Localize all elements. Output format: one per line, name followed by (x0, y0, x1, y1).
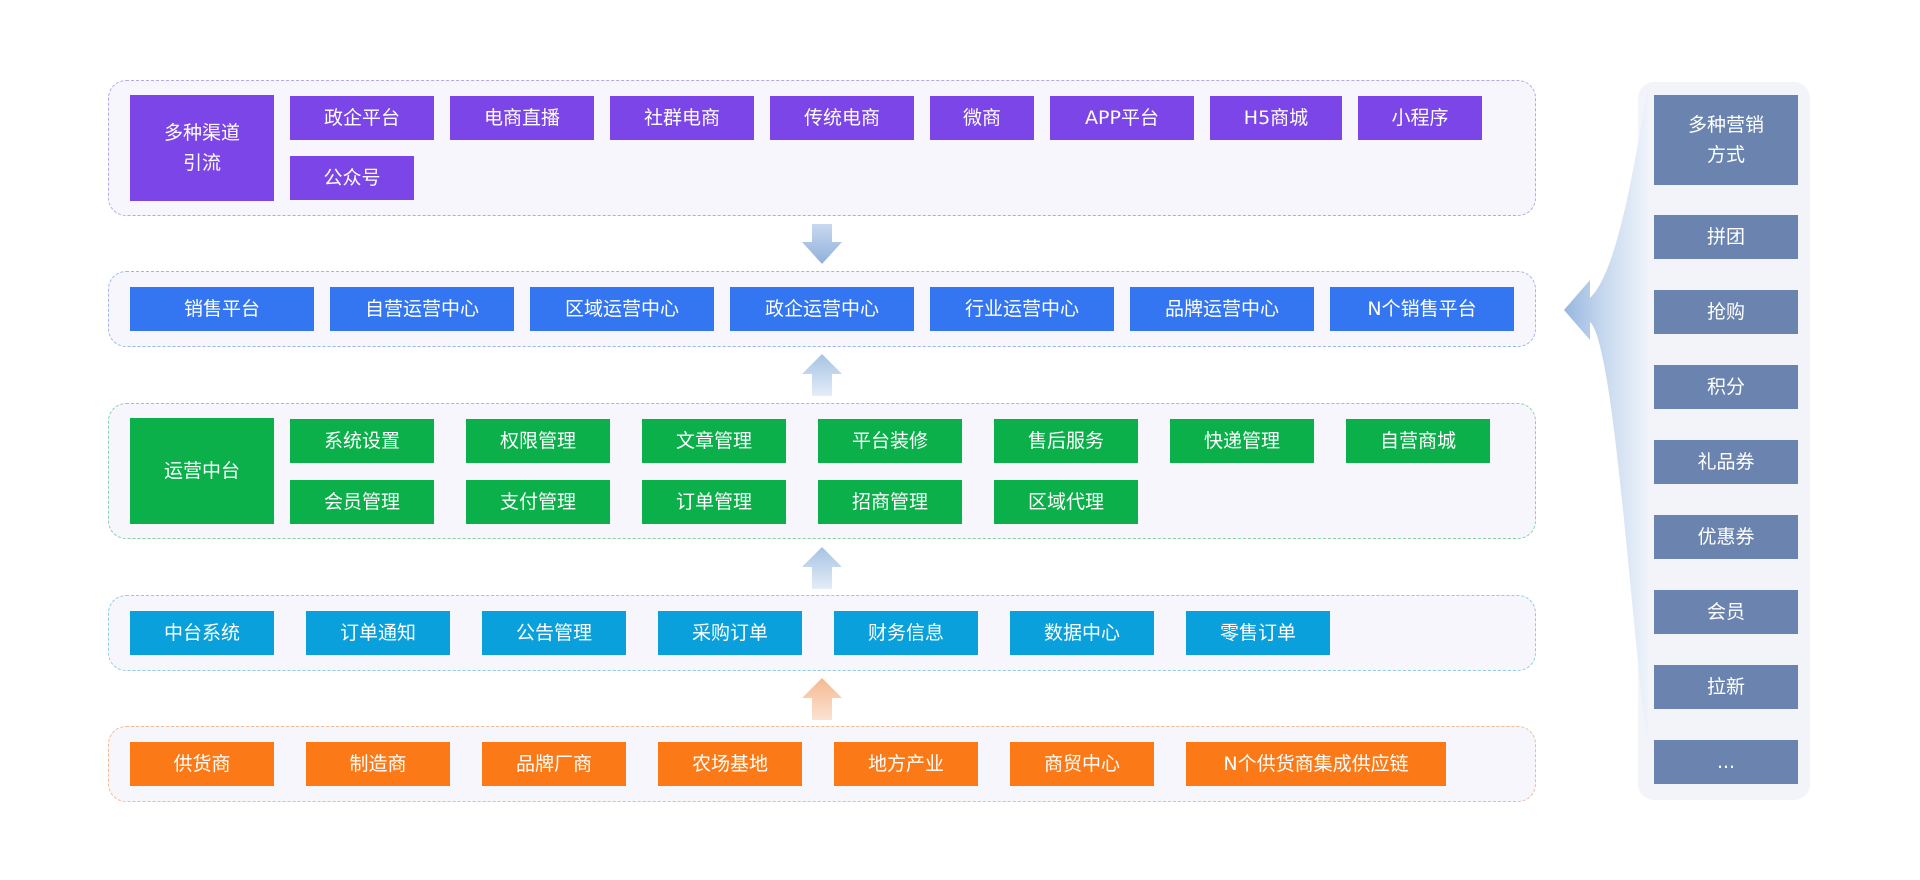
operations-item: 平台装修 (818, 419, 962, 463)
suppliers-item: 品牌厂商 (482, 742, 626, 786)
marketing-item: ... (1654, 740, 1798, 784)
down-arrow-channels-to-sales (802, 224, 842, 264)
channels-item: APP平台 (1050, 96, 1194, 140)
operations-item: 系统设置 (290, 419, 434, 463)
marketing-item: 拉新 (1654, 665, 1798, 709)
channels-title: 多种渠道 引流 (130, 95, 274, 201)
suppliers-item: N个供货商集成供应链 (1186, 742, 1446, 786)
middle-item: 数据中心 (1010, 611, 1154, 655)
sales-item: 品牌运营中心 (1130, 287, 1314, 331)
channels-item: 传统电商 (770, 96, 914, 140)
operations-item: 售后服务 (994, 419, 1138, 463)
up-arrow-middle-to-operations (802, 547, 842, 589)
sales-item: 区域运营中心 (530, 287, 714, 331)
channels-item: 微商 (930, 96, 1034, 140)
operations-item: 招商管理 (818, 480, 962, 524)
up-arrow-operations-to-sales (802, 354, 842, 396)
operations-item: 文章管理 (642, 419, 786, 463)
operations-item: 支付管理 (466, 480, 610, 524)
middle-item: 零售订单 (1186, 611, 1330, 655)
operations-item: 快递管理 (1170, 419, 1314, 463)
channels-item: 电商直播 (450, 96, 594, 140)
suppliers-item: 制造商 (306, 742, 450, 786)
operations-item: 会员管理 (290, 480, 434, 524)
marketing-item: 抢购 (1654, 290, 1798, 334)
operations-item: 权限管理 (466, 419, 610, 463)
middle-item: 财务信息 (834, 611, 978, 655)
channels-item: 政企平台 (290, 96, 434, 140)
sales-item: 自营运营中心 (330, 287, 514, 331)
marketing-item: 积分 (1654, 365, 1798, 409)
operations-item: 区域代理 (994, 480, 1138, 524)
middle-item: 订单通知 (306, 611, 450, 655)
suppliers-item: 供货商 (130, 742, 274, 786)
marketing-item: 优惠券 (1654, 515, 1798, 559)
suppliers-item: 农场基地 (658, 742, 802, 786)
left-arrow-marketing-to-sales (1564, 84, 1648, 744)
sales-item: 行业运营中心 (930, 287, 1114, 331)
channels-item: 公众号 (290, 156, 414, 200)
operations-item: 订单管理 (642, 480, 786, 524)
middle-item: 中台系统 (130, 611, 274, 655)
channels-item: H5商城 (1210, 96, 1342, 140)
marketing-item: 礼品券 (1654, 440, 1798, 484)
channels-item: 社群电商 (610, 96, 754, 140)
channels-item: 小程序 (1358, 96, 1482, 140)
suppliers-item: 商贸中心 (1010, 742, 1154, 786)
middle-item: 采购订单 (658, 611, 802, 655)
middle-item: 公告管理 (482, 611, 626, 655)
sales-item: N个销售平台 (1330, 287, 1514, 331)
sales-item: 政企运营中心 (730, 287, 914, 331)
up-arrow-suppliers-to-middle (802, 678, 842, 720)
operations-item: 自营商城 (1346, 419, 1490, 463)
marketing-item: 会员 (1654, 590, 1798, 634)
suppliers-item: 地方产业 (834, 742, 978, 786)
marketing-title: 多种营销 方式 (1654, 95, 1798, 185)
marketing-item: 拼团 (1654, 215, 1798, 259)
operations-title: 运营中台 (130, 418, 274, 524)
sales-item: 销售平台 (130, 287, 314, 331)
